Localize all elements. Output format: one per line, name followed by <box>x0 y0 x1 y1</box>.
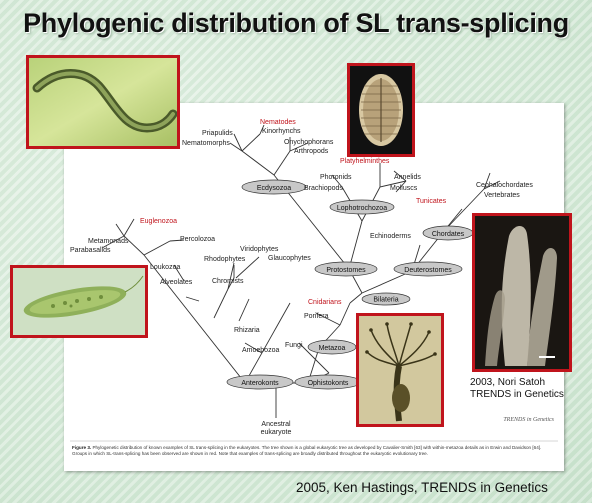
tunicate-credit: 2003, Nori Satoh TRENDS in Genetics <box>470 377 564 401</box>
node-ecdysozoa <box>241 179 307 195</box>
node-anterokonts <box>226 374 294 390</box>
label-cnidarians: Cnidarians <box>308 299 342 306</box>
label-euglenozoa: Euglenozoa <box>140 218 177 225</box>
label-porifera: Porifera <box>304 313 329 320</box>
label-platyhelminthes: Platyhelminthes <box>340 158 390 165</box>
label-cephalochordates: Cephalochordates <box>476 182 533 189</box>
label-bilateria: Bilateria <box>373 297 398 304</box>
label-nematomorphs: Nematomorphs <box>182 140 230 147</box>
label-fungi: Fungi <box>285 342 303 349</box>
label-ancestral: Ancestral <box>261 421 291 428</box>
label-eukaryote: eukaryote <box>261 429 292 436</box>
label-metazoa: Metazoa <box>319 345 346 352</box>
slide-title: Phylogenic distribution of SL trans-spli… <box>23 8 569 38</box>
label-annelids: Annelids <box>394 174 421 181</box>
caption-label: Figure 3. <box>72 445 92 450</box>
label-lophotrochozoa: Lophotrochozoa <box>337 205 387 212</box>
slide-credit: 2005, Ken Hastings, TRENDS in Genetics <box>296 480 548 495</box>
label-rhodophytes: Rhodophytes <box>204 256 246 263</box>
label-anterokonts: Anterokonts <box>241 380 279 387</box>
tunicate-photo <box>472 213 572 372</box>
label-parabasalids: Parabasalids <box>70 247 111 254</box>
label-tunicates: Tunicates <box>416 198 447 205</box>
label-metamonads: Metamonads <box>88 238 129 245</box>
label-loukozoa: Loukozoa <box>150 264 180 271</box>
label-amoebozoa: Amoebozoa <box>242 347 279 354</box>
node-bilateria <box>361 292 411 306</box>
node-protostomes <box>314 261 378 277</box>
nematode-photo <box>26 55 180 149</box>
figure-caption: Figure 3. Phylogenetic distribution of k… <box>72 445 556 457</box>
label-priapulids: Priapulids <box>202 130 233 137</box>
phylogenetic-tree: Ecdysozoa Lophotrochozoa Chordates Proto… <box>70 119 558 442</box>
label-onychophorans: Onychophorans <box>284 139 334 146</box>
label-molluscs: Molluscs <box>390 185 418 192</box>
label-glaucophytes: Glaucophytes <box>268 255 311 262</box>
label-echinoderms: Echinoderms <box>370 233 411 240</box>
label-protostomes: Protostomes <box>326 267 366 274</box>
label-phoronids: Phoronids <box>320 174 352 181</box>
tunicate-credit-line2: TRENDS in Genetics <box>470 389 564 400</box>
label-kinorhynchs: Kinorhynchs <box>262 128 301 135</box>
node-deuterostomes <box>393 261 463 277</box>
label-vertebrates: Vertebrates <box>484 192 520 199</box>
label-viridophytes: Viridophytes <box>240 246 279 253</box>
euglena-photo <box>10 265 148 338</box>
label-chromists: Chromists <box>212 278 244 285</box>
tunicate-credit-line1: 2003, Nori Satoh <box>470 377 546 388</box>
node-lophotrochozoa <box>329 199 395 215</box>
label-chordates: Chordates <box>432 231 465 238</box>
label-rhizaria: Rhizaria <box>234 327 260 334</box>
label-ophistokonts: Ophistokonts <box>308 380 349 387</box>
label-deuterostomes: Deuterostomes <box>404 267 452 274</box>
label-brachiopods: Brachiopods <box>304 185 343 192</box>
hydra-photo <box>356 313 444 427</box>
label-alveolates: Alveolates <box>160 279 193 286</box>
label-ecdysozoa: Ecdysozoa <box>257 185 291 192</box>
label-percolozoa: Percolozoa <box>180 236 215 243</box>
flatworm-photo <box>347 63 415 157</box>
label-nematodes: Nematodes <box>260 119 296 126</box>
caption-text: Phylogenetic distribution of known examp… <box>72 445 542 456</box>
label-arthropods: Arthropods <box>294 148 329 155</box>
journal-tag: TRENDS in Genetics <box>503 417 554 423</box>
